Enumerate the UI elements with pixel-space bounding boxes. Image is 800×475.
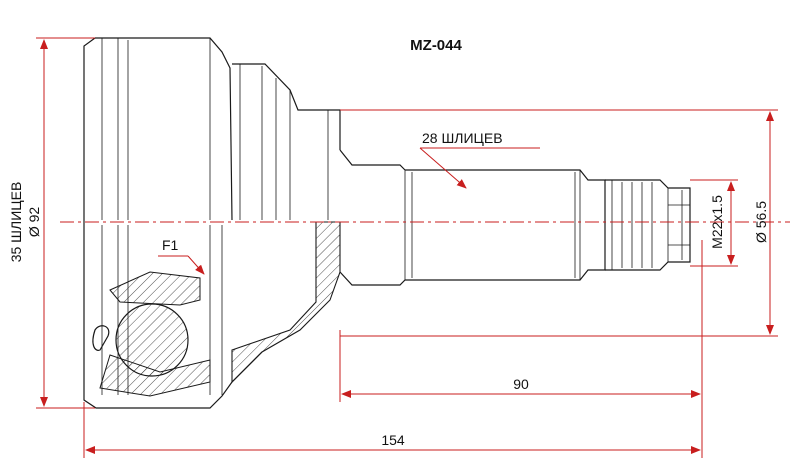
part-number: MZ-044 bbox=[410, 37, 462, 54]
shaft-length-label: 90 bbox=[513, 376, 529, 392]
joint-housing bbox=[83, 37, 406, 221]
shaft-diameter-label: Ø 56.5 bbox=[753, 201, 769, 243]
joint-section bbox=[83, 220, 341, 409]
total-length-label: 154 bbox=[381, 432, 405, 448]
inner-spline-label: 28 ШЛИЦЕВ bbox=[422, 130, 503, 146]
thread-label: M22x1.5 bbox=[709, 195, 725, 249]
outer-spline-label: 35 ШЛИЦЕВ bbox=[8, 182, 24, 263]
dimension-lines bbox=[36, 37, 778, 458]
f1-label: F1 bbox=[162, 237, 179, 253]
spline-shaft bbox=[339, 169, 691, 286]
outer-diameter-label: Ø 92 bbox=[26, 207, 42, 238]
